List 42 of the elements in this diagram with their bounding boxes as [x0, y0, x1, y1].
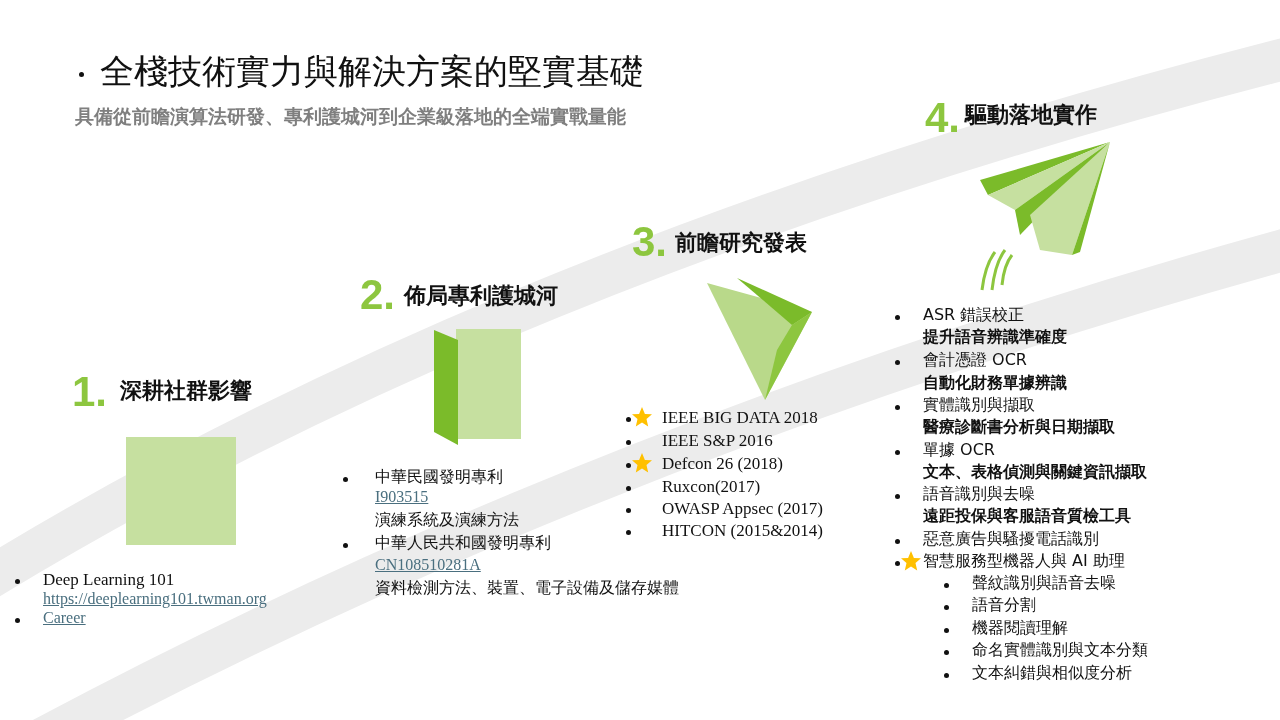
step-number: 4. [925, 94, 961, 143]
list-item: IEEE BIG DATA 2018 [662, 408, 818, 428]
list-item: 惡意廣告與騷擾電話識別 [923, 530, 1099, 549]
list-item: 演練系統及演練方法 [375, 511, 519, 530]
link: I903515 [375, 488, 429, 507]
list-item-detail: 自動化財務單據辨識 [923, 374, 1067, 393]
list-item: 實體識別與擷取 [923, 396, 1035, 415]
list-item-detail: 醫療診斷書分析與日期擷取 [923, 418, 1115, 437]
list-item: HITCON (2015&2014) [662, 521, 823, 541]
subtitle: 具備從前瞻演算法研發、專利護城河到企業級落地的全端實戰量能 [75, 106, 626, 128]
step-heading: 佈局專利護城河 [404, 283, 558, 309]
list-item: Ruxcon(2017) [662, 477, 761, 497]
list-item: IEEE S&P 2016 [662, 431, 773, 451]
list-item: 智慧服務型機器人與 AI 助理 [923, 552, 1125, 571]
list-item: 會計憑證 OCR [923, 351, 1027, 370]
list-item: 單據 OCR [923, 441, 995, 460]
list-item: OWASP Appsec (2017) [662, 499, 823, 519]
step-heading: 前瞻研究發表 [675, 230, 807, 256]
list-item: 命名實體識別與文本分類 [972, 641, 1148, 660]
list-item-detail: 提升語音辨識準確度 [923, 328, 1067, 347]
list-item: 語音分割 [972, 596, 1036, 615]
list-item: 中華人民共和國發明專利 [375, 534, 551, 553]
list-item: ASR 錯誤校正 [923, 306, 1025, 325]
step-number: 1. [72, 368, 108, 417]
slide-title: 全棧技術實力與解決方案的堅實基礎 [100, 52, 644, 92]
list-item-detail: 文本、表格偵測與關鍵資訊擷取 [923, 463, 1147, 482]
step-heading: 深耕社群影響 [120, 378, 252, 404]
link: Career [43, 609, 86, 628]
list-item: 中華民國發明專利 [375, 468, 503, 487]
list-item: Deep Learning 101 [43, 570, 175, 590]
list-item-detail: 遠距投保與客服語音質檢工具 [923, 507, 1131, 526]
list-item: Defcon 26 (2018) [662, 454, 783, 474]
step-number: 3. [632, 218, 668, 267]
list-item: 資料檢測方法、裝置、電子設備及儲存媒體 [375, 579, 679, 598]
link: CN108510281A [375, 556, 481, 575]
list-item: 語音識別與去噪 [923, 485, 1035, 504]
list-item: 聲紋識別與語音去噪 [972, 574, 1116, 593]
link: https://deeplearning101.twman.org [43, 590, 267, 609]
list-item: 文本糾錯與相似度分析 [972, 664, 1132, 683]
list-item: 機器閱讀理解 [972, 619, 1068, 638]
step-heading: 驅動落地實作 [965, 102, 1097, 128]
step-number: 2. [360, 271, 396, 320]
